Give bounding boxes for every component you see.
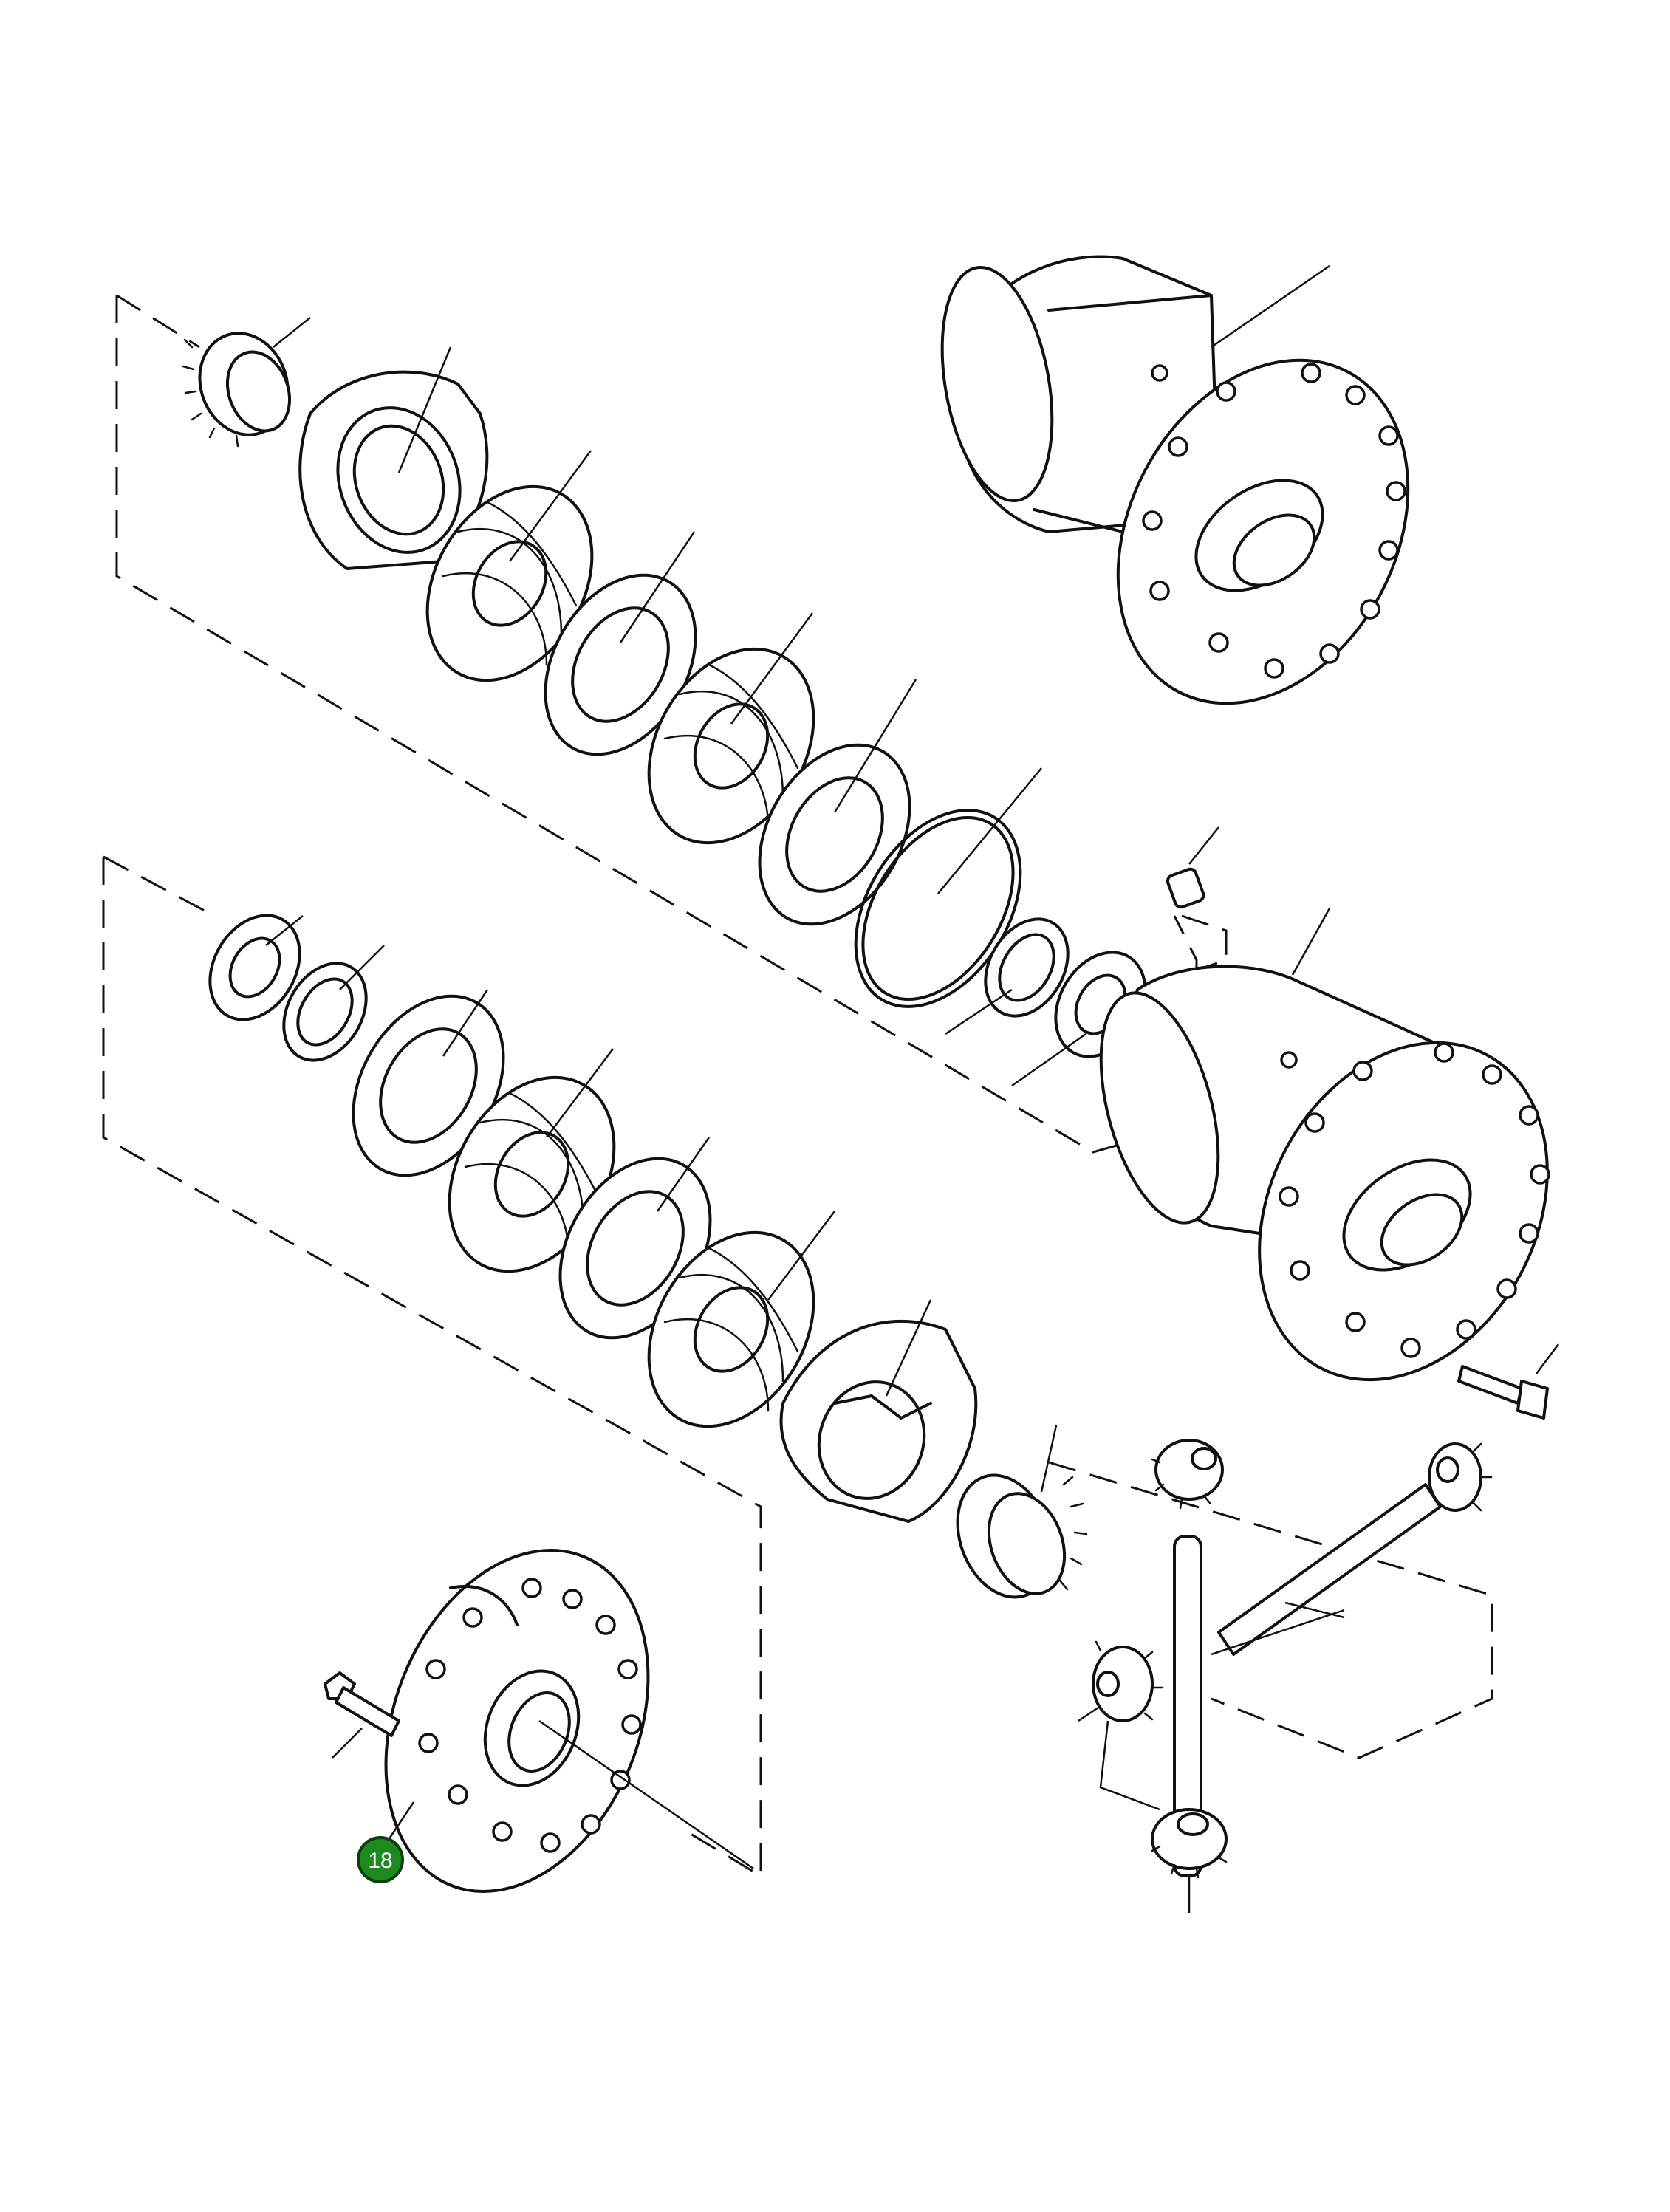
pressure-ring-lower <box>779 1299 978 1523</box>
differential-case-half-upper <box>940 255 1410 705</box>
bolt-lower <box>324 1671 400 1759</box>
side-gear-lower <box>956 1425 1088 1599</box>
spider-gear-bottom <box>1099 1720 1228 1913</box>
thrust-washer-lower <box>208 914 304 1021</box>
spider-gear-left <box>1078 1640 1164 1722</box>
cross-shaft <box>1173 1483 1442 1877</box>
callout-18[interactable]: 18 <box>357 1836 404 1883</box>
spider-gear-top <box>1151 1439 1224 1510</box>
friction-disc-upper-2 <box>647 612 815 845</box>
dowel-pin <box>1166 826 1219 909</box>
steel-plate-upper-1 <box>544 531 697 756</box>
callout-18-label: 18 <box>368 1849 392 1873</box>
differential-cover-flange <box>383 1549 754 1893</box>
callout-18-badge <box>357 1836 404 1883</box>
bearing-race-lower <box>282 945 385 1062</box>
bolt-upper <box>1457 1343 1559 1420</box>
spider-gear-right <box>1428 1442 1493 1512</box>
side-gear-upper <box>182 317 311 448</box>
differential-case-half-lower <box>1099 908 1550 1382</box>
pressure-ring-upper <box>298 346 489 570</box>
friction-disc-lower-2 <box>647 1211 835 1428</box>
bearing-race-upper <box>945 917 1070 1035</box>
